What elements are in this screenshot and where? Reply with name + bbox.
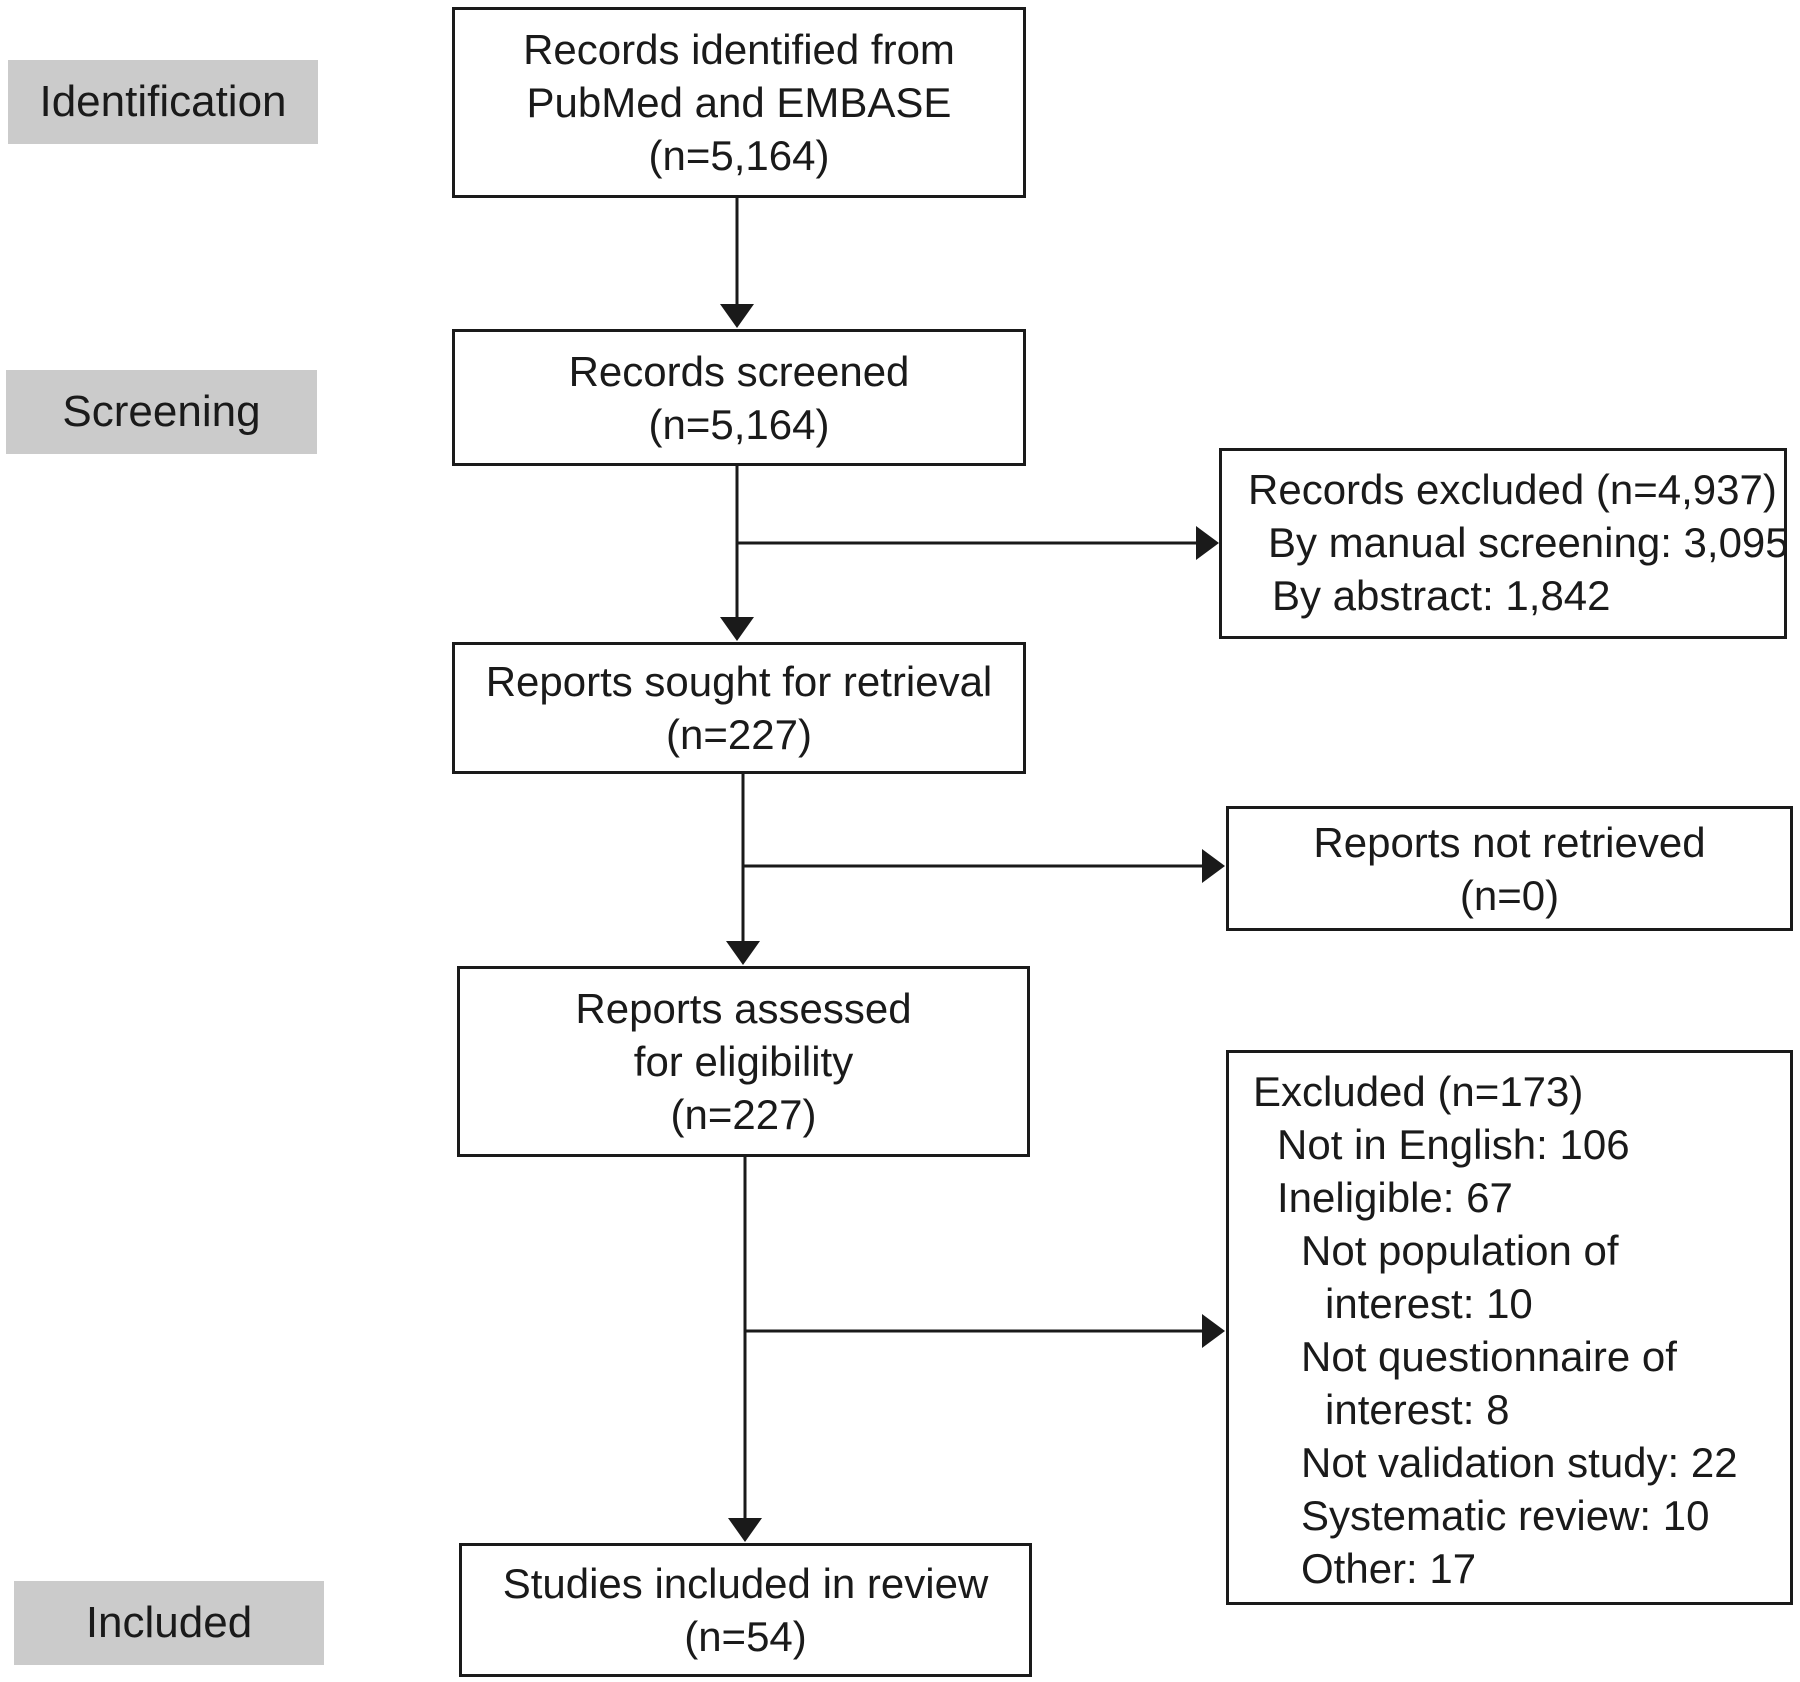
box-text-line: Systematic review: 10	[1301, 1492, 1710, 1539]
box-text-line: Ineligible: 67	[1277, 1174, 1513, 1221]
box-reports-sought: Reports sought for retrieval (n=227)	[452, 642, 1026, 774]
arrowhead-right	[1196, 526, 1219, 560]
box-text-line: By abstract: 1,842	[1272, 572, 1611, 619]
box-text-line: (n=227)	[666, 711, 812, 758]
arrowhead-down	[726, 941, 760, 965]
arrowhead-down	[728, 1518, 762, 1542]
box-text-line: Records excluded (n=4,937)	[1248, 466, 1777, 513]
box-reports-assessed: Reports assessed for eligibility (n=227)	[457, 966, 1030, 1157]
phase-label-identification: Identification	[8, 60, 318, 144]
box-text-line: Records identified from	[523, 26, 955, 73]
box-text-line: Reports not retrieved	[1313, 818, 1706, 866]
box-text-line: Other: 17	[1301, 1545, 1477, 1592]
phase-label-included: Included	[14, 1581, 324, 1665]
arrowhead-right	[1202, 849, 1225, 883]
phase-label-screening: Screening	[6, 370, 317, 454]
box-reports-not-retrieved: Reports not retrieved (n=0)	[1226, 806, 1793, 931]
arrowhead-down	[720, 617, 754, 641]
box-text-line: interest: 10	[1325, 1280, 1533, 1327]
box-text-line: (n=54)	[684, 1613, 807, 1660]
box-records-identified: Records identified from PubMed and EMBAS…	[452, 7, 1026, 198]
box-excluded-reasons: Excluded (n=173) Not in English: 106 Ine…	[1226, 1050, 1793, 1605]
box-text-line: interest: 8	[1325, 1386, 1510, 1433]
box-text-line: for eligibility	[633, 1038, 854, 1085]
box-text-line: Not population of	[1301, 1227, 1619, 1274]
arrowhead-down	[720, 304, 754, 328]
arrowhead-right	[1202, 1314, 1225, 1348]
box-text-line: Reports sought for retrieval	[485, 658, 993, 705]
box-text-line: (n=227)	[670, 1091, 817, 1138]
box-text-line: PubMed and EMBASE	[526, 79, 952, 126]
box-text-line: (n=0)	[1459, 871, 1560, 919]
box-text-line: Studies included in review	[502, 1560, 989, 1607]
box-text-line: Not questionnaire of	[1301, 1333, 1677, 1380]
box-text-line: By manual screening: 3,095	[1268, 519, 1789, 566]
box-text-line: Records screened	[568, 347, 910, 395]
box-text-line: Not validation study: 22	[1301, 1439, 1738, 1486]
box-studies-included: Studies included in review (n=54)	[459, 1543, 1032, 1677]
box-text-line: (n=5,164)	[648, 400, 830, 448]
box-text-line: Reports assessed	[575, 985, 912, 1032]
box-text-line: Excluded (n=173)	[1253, 1068, 1584, 1115]
box-records-screened: Records screened (n=5,164)	[452, 329, 1026, 466]
box-text-line: Not in English: 106	[1277, 1121, 1630, 1168]
box-records-excluded: Records excluded (n=4,937) By manual scr…	[1219, 448, 1789, 639]
box-text-line: (n=5,164)	[648, 132, 830, 179]
